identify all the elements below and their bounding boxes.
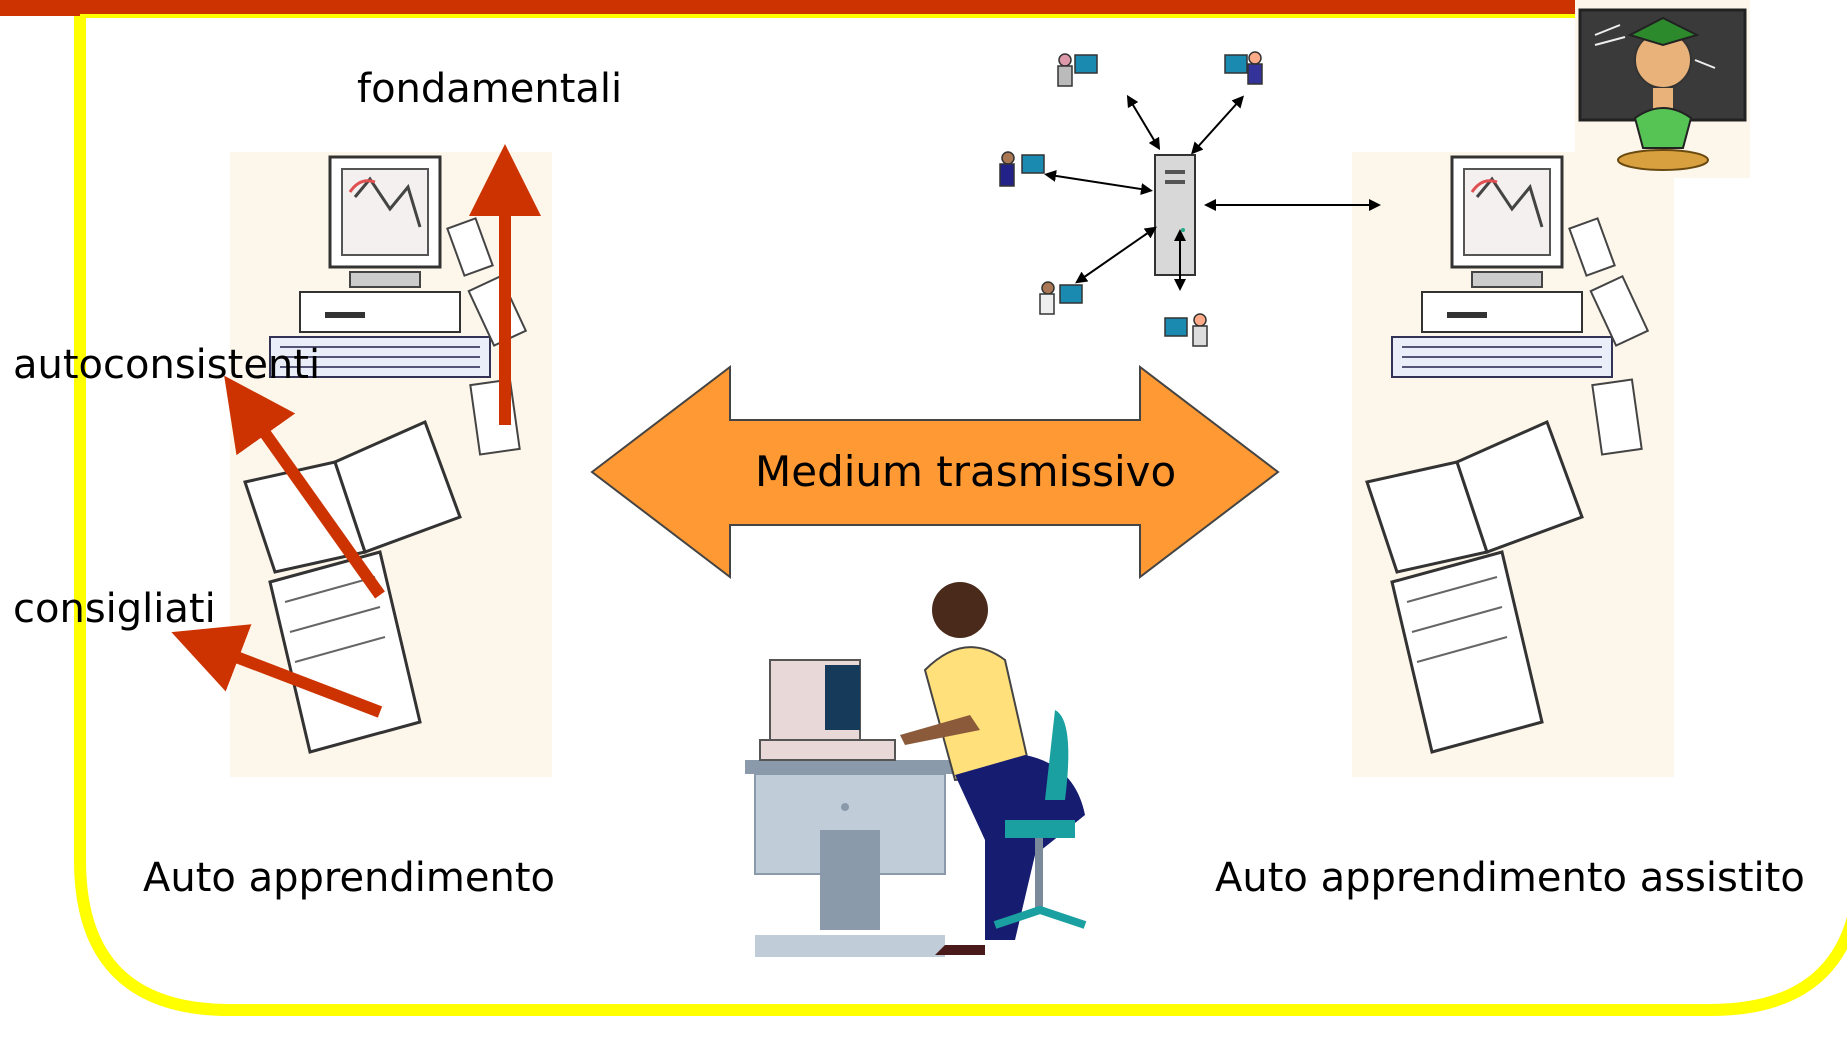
- label-fondamentali: fondamentali: [357, 66, 623, 112]
- caption-auto-apprendimento-assistito: Auto apprendimento assistito: [1215, 855, 1805, 901]
- right-computer-books-icon: [1352, 152, 1674, 777]
- yellow-frame-border: [74, 0, 1847, 1016]
- network-server-icon: [999, 51, 1381, 347]
- teacher-genie-icon: [1575, 0, 1750, 178]
- caption-auto-apprendimento: Auto apprendimento: [143, 855, 555, 901]
- medium-double-arrow: [590, 365, 1280, 580]
- arrow-consigliati: [171, 624, 383, 718]
- header-bar: [0, 0, 1720, 16]
- label-consigliati: consigliati: [13, 586, 216, 632]
- person-at-computer-icon: [745, 582, 1087, 957]
- label-autoconsistenti: autoconsistenti: [13, 342, 321, 388]
- arrow-autoconsistenti: [224, 375, 385, 599]
- label-medium-trasmissivo: Medium trasmissivo: [755, 447, 1177, 496]
